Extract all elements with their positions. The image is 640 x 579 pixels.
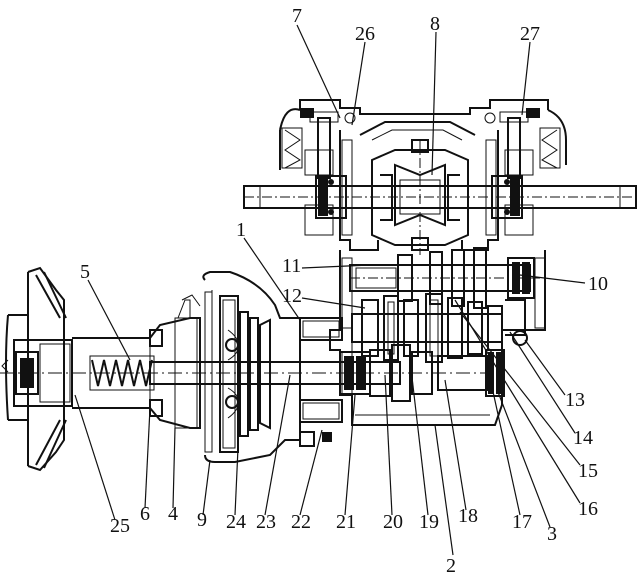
label-5: 5 <box>80 261 90 283</box>
label-11: 11 <box>282 255 301 277</box>
label-24: 24 <box>226 511 246 533</box>
part-labels: 7 26 8 27 1 11 12 5 10 13 14 15 16 25 6 … <box>80 5 608 577</box>
label-15: 15 <box>578 460 598 482</box>
label-13: 13 <box>565 389 585 411</box>
label-3: 3 <box>547 523 557 545</box>
label-4: 4 <box>168 503 178 525</box>
input-shaft <box>0 344 505 402</box>
label-17: 17 <box>512 511 532 533</box>
label-19: 19 <box>419 511 439 533</box>
label-16: 16 <box>578 498 598 520</box>
label-21: 21 <box>336 511 356 533</box>
left-brake-assembly <box>281 108 356 179</box>
lower-gear-shaft <box>351 293 503 363</box>
drive-pulley <box>1 266 73 472</box>
label-22: 22 <box>291 511 311 533</box>
label-12: 12 <box>282 285 302 307</box>
label-26: 26 <box>355 23 375 45</box>
label-9: 9 <box>197 509 207 531</box>
label-23: 23 <box>256 511 276 533</box>
pulley-shaft-housing <box>72 294 201 429</box>
differential <box>371 139 469 255</box>
label-7: 7 <box>292 5 302 27</box>
label-2: 2 <box>446 555 456 577</box>
leader-lines <box>74 24 586 556</box>
label-14: 14 <box>573 427 593 449</box>
label-8: 8 <box>430 13 440 35</box>
label-25: 25 <box>110 515 130 537</box>
label-6: 6 <box>140 503 150 525</box>
label-18: 18 <box>458 505 478 527</box>
label-20: 20 <box>383 511 403 533</box>
label-27: 27 <box>520 23 540 45</box>
label-10: 10 <box>588 273 608 295</box>
label-1: 1 <box>236 219 246 241</box>
